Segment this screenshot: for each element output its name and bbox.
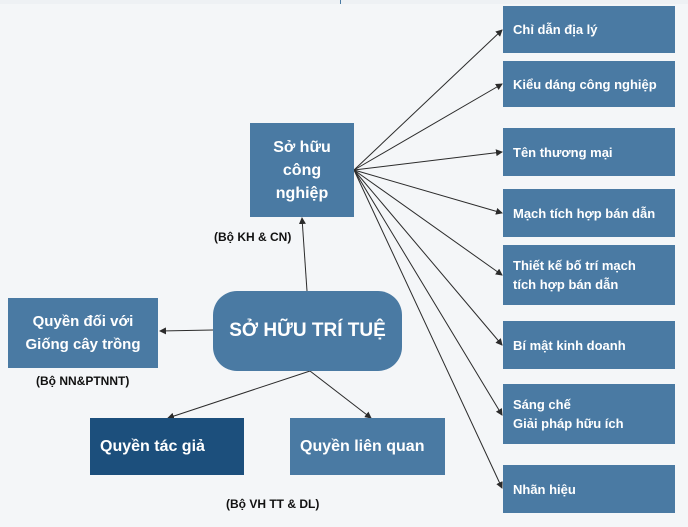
- plant-ministry-label: (Bộ NN&PTNNT): [36, 374, 130, 388]
- related-label: Quyền liên quan: [300, 437, 425, 455]
- edge-industrial-item-8: [353, 169, 503, 489]
- copyright-label: Quyền tác giả: [100, 437, 205, 455]
- edge-industrial-item-1: [353, 29, 503, 171]
- item-5-line-1: Thiết kế bố trí mạch: [513, 258, 636, 273]
- industrial-property-node: Sở hữu công nghiệp: [250, 123, 354, 217]
- plant-variety-node: Quyền đối với Giống cây trồng: [8, 298, 158, 368]
- industrial-line-2: công: [282, 161, 322, 179]
- item-trade-secret: Bí mật kinh doanh: [503, 321, 675, 369]
- item-layout-design: Thiết kế bố trí mạch tích hợp bán dẫn: [503, 245, 675, 305]
- item-2-line-1: Kiểu dáng công nghiệp: [513, 76, 657, 92]
- industrial-line-3: nghiệp: [275, 184, 329, 202]
- item-6-line-1: Bí mật kinh doanh: [513, 337, 626, 353]
- item-trade-name: Tên thương mại: [503, 128, 675, 176]
- ip-center-node: SỞ HỮU TRÍ TUỆ: [213, 291, 402, 371]
- item-8-line-1: Nhãn hiệu: [513, 481, 576, 497]
- culture-ministry-label: (Bộ VH TT & DL): [226, 497, 320, 511]
- edge-center-copyright: [167, 370, 311, 420]
- item-semiconductor-circuit: Mạch tích hợp bán dẫn: [503, 189, 675, 237]
- edge-center-industrial: [298, 217, 308, 292]
- item-7-line-1: Sáng chế: [513, 397, 571, 412]
- edge-industrial-item-6: [353, 169, 503, 346]
- edge-industrial-item-5: [353, 169, 503, 276]
- item-trademark: Nhãn hiệu: [503, 465, 675, 513]
- related-rights-node: Quyền liên quan: [290, 418, 445, 475]
- item-invention: Sáng chế Giải pháp hữu ích: [503, 384, 675, 444]
- industrial-line-1: Sở hữu: [273, 138, 331, 156]
- copyright-node: Quyền tác giả: [90, 418, 244, 475]
- top-tick: [340, 0, 341, 4]
- item-7-line-2: Giải pháp hữu ích: [513, 416, 624, 431]
- item-geographical-indication: Chỉ dẫn địa lý: [503, 6, 675, 53]
- item-1-line-1: Chỉ dẫn địa lý: [513, 22, 598, 37]
- plant-line-2: Giống cây trồng: [25, 336, 141, 353]
- plant-line-1: Quyền đối với: [32, 313, 134, 330]
- edge-industrial-item-3: [353, 149, 503, 171]
- item-5-line-2: tích hợp bán dẫn: [513, 277, 619, 292]
- edge-center-plant: [159, 327, 214, 335]
- industrial-ministry-label: (Bộ KH & CN): [214, 230, 292, 244]
- item-3-line-1: Tên thương mại: [513, 144, 613, 160]
- edge-industrial-item-2: [353, 83, 503, 171]
- edge-industrial-item-4: [353, 169, 503, 215]
- top-strip: [0, 0, 688, 4]
- edge-center-related: [309, 370, 372, 419]
- ip-center-label: SỞ HỮU TRÍ TUỆ: [229, 320, 386, 341]
- item-4-line-1: Mạch tích hợp bán dẫn: [513, 205, 656, 221]
- edge-industrial-item-7: [353, 169, 503, 416]
- item-industrial-design: Kiểu dáng công nghiệp: [503, 61, 675, 107]
